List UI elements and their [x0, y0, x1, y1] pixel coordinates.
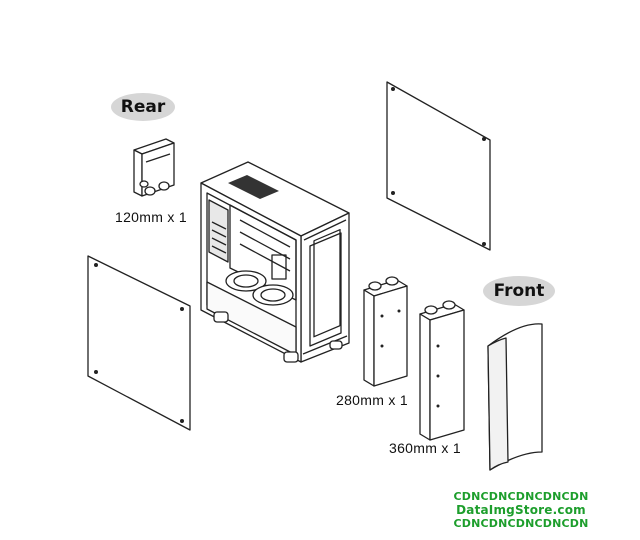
watermark-line-1: CDNCDNCDNCDNCDN	[453, 490, 589, 503]
watermark-line-3: CDNCDNCDNCDNCDN	[453, 517, 589, 530]
radiator-280mm	[363, 276, 408, 387]
front-panel	[487, 323, 543, 471]
chassis	[200, 161, 350, 363]
left-side-panel	[87, 255, 191, 431]
radiator-360mm-label: 360mm x 1	[389, 440, 461, 456]
radiator-280mm-label: 280mm x 1	[336, 392, 408, 408]
radiator-360mm	[419, 300, 465, 441]
front-label: Front	[483, 276, 555, 306]
watermark-line-2: DataImgStore.com	[456, 503, 586, 517]
right-side-panel	[386, 81, 491, 251]
rear-120mm-fan	[133, 138, 175, 197]
rear-label: Rear	[111, 93, 175, 121]
fan-120mm-label: 120mm x 1	[115, 209, 187, 225]
